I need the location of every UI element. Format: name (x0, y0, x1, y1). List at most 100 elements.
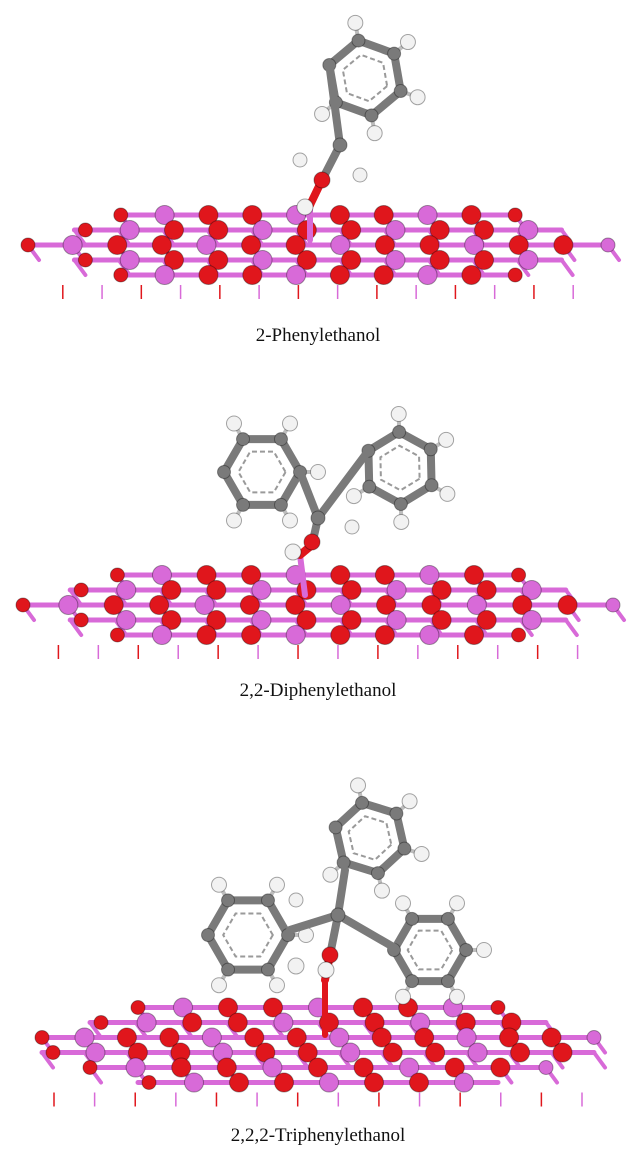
carbon-atom (310, 510, 326, 526)
slab-atom (399, 1057, 420, 1078)
slab-atom (206, 580, 227, 600)
hydrogen-atom (345, 488, 362, 505)
slab-atom (296, 250, 317, 270)
hydrogen-atom (393, 513, 410, 530)
slab-atom (161, 610, 182, 630)
hydrogen-atom (350, 777, 367, 794)
aromatic-ring (379, 444, 421, 492)
slab-atom (296, 610, 317, 630)
bond (40, 1050, 55, 1070)
slab-atom (229, 1072, 249, 1093)
slab-atom (330, 595, 351, 615)
slab-atom (329, 205, 350, 225)
hydrogen-atom (352, 167, 368, 183)
panel-caption: 2-Phenylethanol (255, 325, 381, 346)
slab-atom (206, 610, 227, 630)
slab-atom (308, 1057, 328, 1078)
slab-atom (507, 267, 523, 283)
slab-atom (557, 595, 578, 615)
molecule-model-diphenylethanol (15, 406, 626, 659)
carbon-atom (362, 479, 377, 494)
slab-atom (476, 580, 497, 600)
slab-atom (385, 250, 406, 270)
hydrogen-atom (292, 152, 308, 168)
carbon-atom (392, 425, 407, 440)
slab-atom (464, 565, 485, 585)
slab-atom (77, 252, 93, 268)
slab-atom (467, 1042, 488, 1063)
carbon-atom (351, 33, 366, 48)
aromatic-ring (347, 815, 393, 861)
bond (68, 618, 84, 637)
slab-atom (82, 1060, 98, 1075)
slab-atom (414, 1027, 435, 1048)
slab-atom (464, 235, 485, 255)
bond (204, 896, 232, 939)
bond (296, 468, 322, 522)
slab-atom (382, 1042, 403, 1063)
slab-atom (340, 1042, 361, 1063)
slab-atom (116, 610, 137, 630)
hydrogen-atom (399, 34, 416, 51)
carbon-atom (370, 866, 385, 881)
bond (264, 931, 292, 974)
slab-atom (15, 597, 31, 613)
slab-atom (353, 997, 373, 1018)
aromatic-ring (237, 450, 287, 494)
slab-atom (62, 235, 83, 255)
slab-atom (263, 997, 283, 1018)
bond (325, 60, 344, 149)
bond (286, 911, 342, 934)
hydrogen-atom (476, 942, 492, 958)
slab-atom (77, 222, 93, 238)
carbon-atom (459, 943, 473, 957)
slab-atom (341, 250, 362, 270)
slab-atom (73, 582, 89, 598)
slab-atom (371, 1027, 392, 1048)
slab-atom (431, 610, 452, 630)
carbon-atom (364, 108, 379, 123)
slab-atom (285, 625, 306, 645)
slab-atom (425, 1042, 446, 1063)
carbon-atom (389, 806, 404, 821)
slab-atom (374, 565, 395, 585)
slab-atom (93, 1015, 109, 1030)
slab-atom (285, 235, 306, 255)
slab-atom (109, 627, 125, 643)
molecule-model-triphenylethanol (34, 777, 607, 1107)
carbon-atom (221, 893, 235, 908)
carbon-atom (441, 974, 455, 989)
slab-atom (241, 625, 262, 645)
slab-atom (198, 205, 219, 225)
slab-atom (341, 580, 362, 600)
hydrogen-atom (282, 512, 298, 529)
slab-atom (274, 1072, 294, 1093)
bond (204, 931, 232, 974)
slab-atom (109, 567, 125, 583)
hydrogen-atom (322, 866, 339, 883)
carbon-atom (236, 432, 250, 447)
hydrogen-atom (401, 793, 418, 810)
surface-slab (20, 205, 621, 299)
slab-atom (216, 1057, 237, 1078)
slab-atom (161, 580, 182, 600)
carbon-atom (274, 497, 288, 512)
slab-atom (85, 1042, 106, 1063)
slab-atom (341, 610, 362, 630)
carbon-atom (201, 928, 215, 942)
slab-atom (431, 580, 452, 600)
carbon-atom (405, 911, 419, 926)
slab-atom (329, 265, 350, 285)
slab-atom (73, 612, 89, 628)
slab-atom (490, 1057, 511, 1078)
panel-caption: 2,2-Diphenylethanol (239, 680, 397, 701)
slab-atom (297, 1042, 318, 1063)
slab-atom (163, 220, 184, 240)
slab-atom (116, 580, 137, 600)
hydrogen-atom (310, 464, 326, 480)
slab-atom (521, 580, 542, 600)
slab-atom (499, 1027, 520, 1048)
hydrogen-atom (226, 512, 242, 529)
adsorbate-molecule (292, 14, 426, 243)
slab-atom (421, 595, 442, 615)
